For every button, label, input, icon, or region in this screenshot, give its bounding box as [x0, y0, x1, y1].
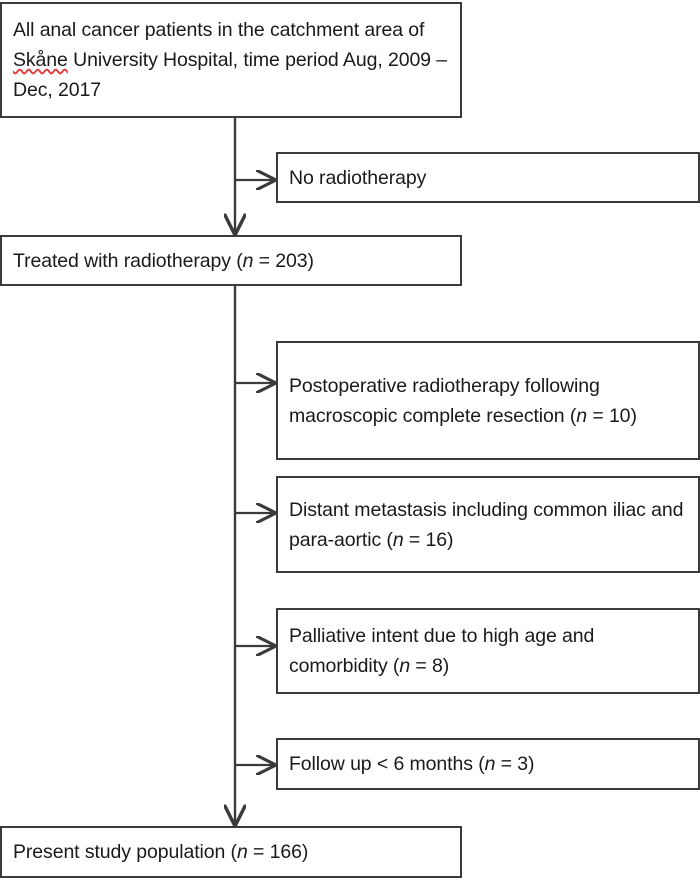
postop-n-symbol: n [576, 404, 587, 427]
node-postoperative-radiotherapy-label: Postoperative radiotherapy following mac… [278, 371, 698, 431]
treated-equals: = [253, 249, 276, 272]
node-palliative-intent-label: Palliative intent due to high age and co… [278, 621, 698, 681]
treated-label-suffix: ) [307, 249, 315, 272]
node-present-study-population: Present study population (n = 166) [0, 826, 462, 878]
cohort-text-part-1: All anal cancer patients in the catchmen… [13, 19, 425, 41]
population-count: 166 [269, 841, 302, 863]
node-follow-up-label: Follow up < 6 months (n = 3) [278, 749, 535, 779]
node-palliative-intent: Palliative intent due to high age and co… [276, 608, 700, 694]
palliative-count: 8 [432, 655, 443, 677]
treated-count: 203 [275, 249, 308, 272]
node-no-radiotherapy-label: No radiotherapy [289, 166, 427, 189]
postop-label-suffix: ) [630, 404, 637, 427]
population-label-prefix: Present study population ( [13, 841, 237, 863]
metastasis-label-prefix: Distant metastasis including common ilia… [289, 498, 684, 551]
population-label-suffix: ) [301, 841, 309, 863]
palliative-equals: = [410, 655, 432, 677]
metastasis-count: 16 [425, 528, 448, 551]
treated-n-symbol: n [242, 249, 254, 272]
cohort-text-spellchecked-word: Skåne [13, 49, 68, 71]
node-follow-up-under-6-months: Follow up < 6 months (n = 3) [276, 738, 700, 790]
node-no-radiotherapy: No radiotherapy [276, 152, 700, 203]
node-treated-with-radiotherapy-label: Treated with radiotherapy (n = 203) [2, 246, 314, 276]
population-n-symbol: n [236, 841, 248, 863]
cohort-text-part-2: University Hospital, time period Aug, 20… [13, 49, 447, 101]
node-source-cohort: All anal cancer patients in the catchmen… [0, 2, 462, 118]
postop-count: 10 [608, 404, 631, 427]
node-present-study-population-label: Present study population (n = 166) [2, 837, 308, 867]
followup-equals: = [495, 753, 518, 775]
metastasis-equals: = [403, 528, 426, 551]
node-distant-metastasis: Distant metastasis including common ilia… [276, 476, 700, 573]
followup-n-symbol: n [484, 753, 496, 775]
node-postoperative-radiotherapy: Postoperative radiotherapy following mac… [276, 341, 700, 460]
followup-label-prefix: Follow up < 6 months ( [289, 753, 485, 775]
node-distant-metastasis-label: Distant metastasis including common ilia… [278, 495, 698, 555]
node-source-cohort-label: All anal cancer patients in the catchmen… [2, 15, 460, 105]
palliative-n-symbol: n [399, 655, 411, 677]
treated-label-prefix: Treated with radiotherapy ( [13, 249, 243, 272]
population-equals: = [247, 841, 270, 863]
postop-label-prefix: Postoperative radiotherapy following mac… [289, 374, 600, 427]
postop-equals: = [587, 404, 609, 427]
metastasis-label-suffix: ) [447, 528, 454, 551]
metastasis-n-symbol: n [392, 528, 404, 551]
palliative-label-suffix: ) [442, 655, 450, 677]
followup-count: 3 [517, 753, 529, 775]
palliative-label-prefix: Palliative intent due to high age and co… [289, 625, 595, 677]
node-treated-with-radiotherapy: Treated with radiotherapy (n = 203) [0, 235, 462, 286]
followup-label-suffix: ) [528, 753, 535, 775]
